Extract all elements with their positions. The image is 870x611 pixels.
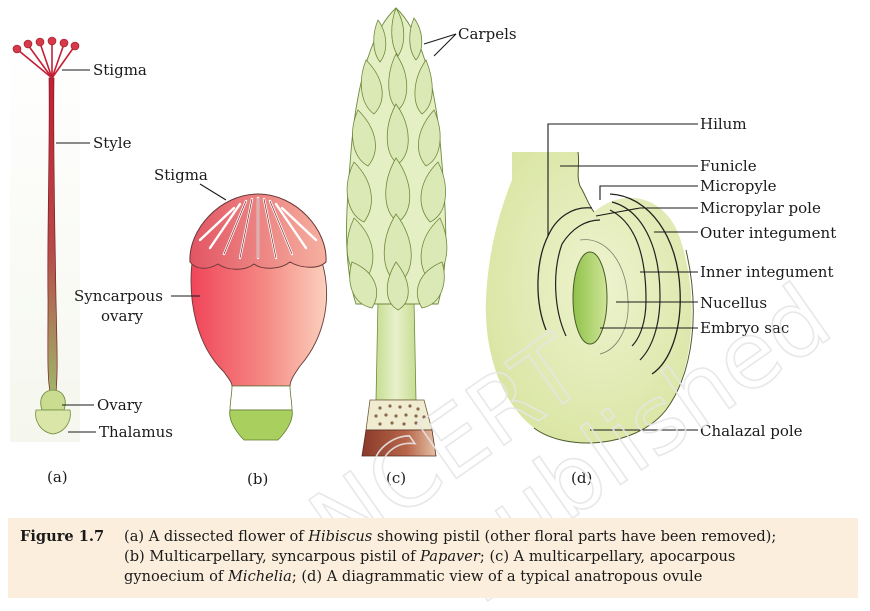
label-d-nucellus: Nucellus	[700, 294, 767, 312]
label-a-style: Style	[93, 134, 132, 152]
caption-text: gynoecium of	[124, 568, 228, 585]
label-a-ovary: Ovary	[97, 396, 143, 414]
caption-body: (a) A dissected flower of Hibiscus showi…	[124, 527, 846, 590]
michelia-gynoecium	[346, 7, 448, 457]
label-b-ovary: ovary	[101, 307, 144, 325]
label-c-carpels: Carpels	[458, 25, 517, 43]
caption-genus-michelia: Michelia	[227, 568, 292, 585]
caption-text: ; (c) A multicarpellary, apocarpous	[479, 548, 736, 565]
leader-b-stigma	[199, 183, 227, 201]
label-a-thalamus: Thalamus	[99, 423, 173, 441]
leader-d-micropylar-pole	[595, 207, 698, 217]
sublabel-a: (a)	[47, 468, 68, 486]
caption-label: Figure 1.7	[20, 528, 105, 545]
papaver-pistil	[189, 193, 327, 441]
label-d-chalazal-pole: Chalazal pole	[700, 422, 803, 440]
leader-c-carpels-2	[433, 33, 457, 57]
caption-genus-papaver: Papaver	[420, 548, 480, 565]
sublabel-d: (d)	[571, 469, 592, 487]
caption-line-1: (a) A dissected flower of Hibiscus showi…	[124, 527, 846, 547]
label-d-hilum: Hilum	[700, 115, 747, 133]
leader-c-carpels-1	[423, 33, 457, 45]
label-a-stigma: Stigma	[93, 61, 147, 79]
caption-text: (a) A dissected flower of	[124, 528, 309, 545]
label-b-syncarpous: Syncarpous	[74, 287, 163, 305]
hibiscus-pistil	[10, 36, 80, 442]
label-d-outer-integument: Outer integument	[700, 224, 836, 242]
label-d-funicle: Funicle	[700, 157, 757, 175]
figure-caption: Figure 1.7 (a) A dissected flower of Hib…	[8, 518, 858, 598]
leader-d-micropyle	[599, 185, 698, 200]
sublabel-b: (b)	[247, 470, 268, 488]
sublabel-c: (c)	[386, 469, 406, 487]
label-d-micropyle: Micropyle	[700, 177, 777, 195]
caption-line-2: (b) Multicarpellary, syncarpous pistil o…	[124, 547, 846, 567]
leader-d-hilum	[547, 123, 698, 236]
caption-text: showing pistil (other floral parts have …	[372, 528, 777, 545]
caption-line-3: gynoecium of Michelia; (d) A diagrammati…	[124, 567, 846, 587]
anatropous-ovule	[485, 151, 694, 444]
label-d-micropylar-pole: Micropylar pole	[700, 199, 821, 217]
caption-text: ; (d) A diagrammatic view of a typical a…	[291, 568, 703, 585]
label-d-embryo-sac: Embryo sac	[700, 319, 789, 337]
caption-text: (b) Multicarpellary, syncarpous pistil o…	[124, 548, 421, 565]
label-d-inner-integument: Inner integument	[700, 263, 833, 281]
label-b-stigma: Stigma	[154, 166, 208, 184]
caption-genus-hibiscus: Hibiscus	[308, 528, 373, 545]
